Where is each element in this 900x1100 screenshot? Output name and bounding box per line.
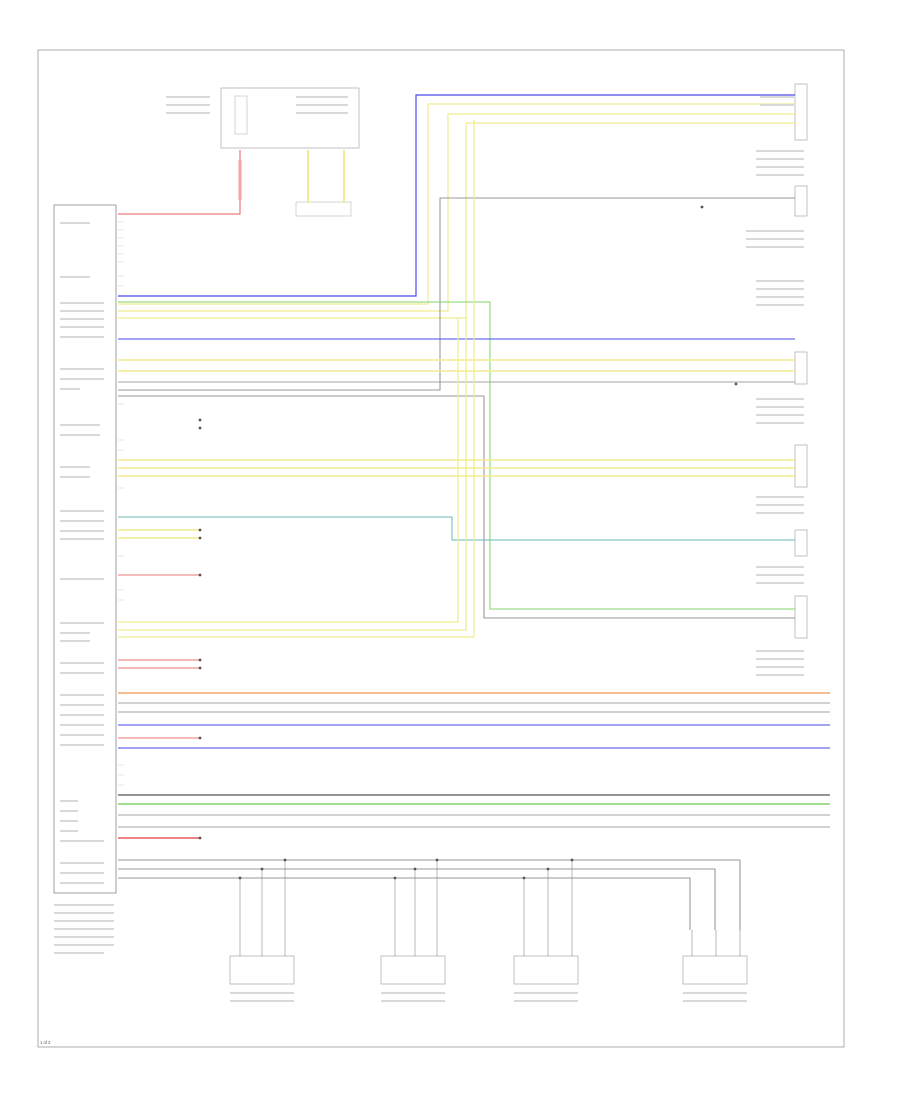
connector-r5 <box>794 529 808 557</box>
sensor-box-2 <box>380 955 446 985</box>
wire-sensor-feed-2 <box>118 868 716 930</box>
wire-yellow-lower-3 <box>118 120 475 638</box>
wire-yellow-top-1 <box>118 103 795 305</box>
wire-yellow-lower-1 <box>118 318 459 623</box>
main-module-box <box>53 204 117 894</box>
sensor-box-3 <box>513 955 579 985</box>
fuse-block <box>234 95 248 135</box>
ground-connector-box <box>295 201 352 217</box>
sensor-box-1 <box>229 955 295 985</box>
connector-r6 <box>794 595 808 639</box>
wire-sensor-feed-1 <box>118 859 741 930</box>
fuse-junction-box <box>220 87 360 149</box>
wire-power-red <box>118 150 241 215</box>
figure-id: 1 of 2 <box>40 1040 51 1045</box>
wire-dark-top <box>118 197 795 391</box>
connector-r4 <box>794 444 808 488</box>
module-pin-ticks <box>118 221 124 786</box>
connector-r2 <box>794 185 808 217</box>
wire-dark-mid-2 <box>118 395 795 619</box>
connector-r1 <box>794 83 808 141</box>
sensor-box-4 <box>682 955 748 985</box>
wire-green-mid <box>118 301 795 610</box>
wire-teal <box>118 516 795 541</box>
wire-yellow-top-3 <box>118 122 795 319</box>
wire-yellow-lower-2 <box>118 318 467 631</box>
wire-yellow-top-2 <box>118 113 795 312</box>
wire-bus-blue <box>118 94 795 297</box>
diagram-frame <box>37 49 845 1048</box>
wire-sensor-feed-3 <box>118 877 691 930</box>
connector-r3 <box>794 351 808 385</box>
illegible-label-marks <box>54 96 804 1002</box>
splice-dots <box>198 205 738 880</box>
